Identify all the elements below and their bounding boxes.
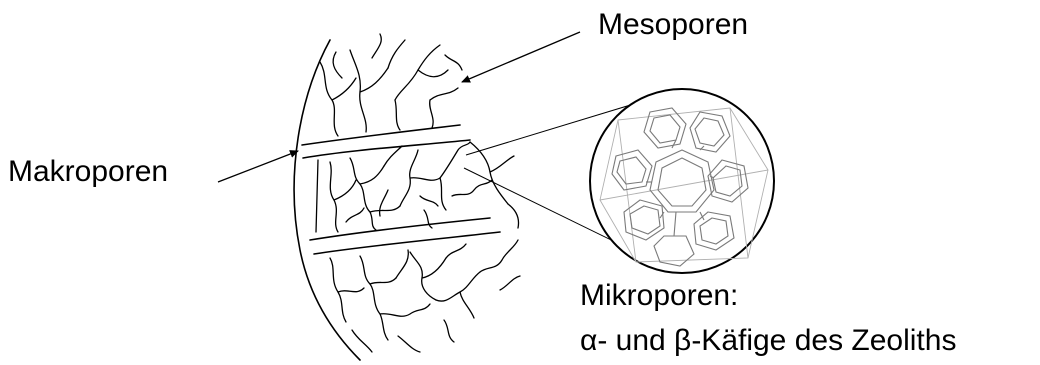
macropore-channel-upper-top bbox=[302, 125, 460, 145]
makroporen-label: Makroporen bbox=[8, 155, 168, 188]
macropore-channel-upper-bottom bbox=[303, 140, 470, 158]
makroporen-arrow bbox=[218, 151, 298, 182]
zeolite-cage-inset bbox=[590, 89, 774, 273]
mikroporen-label: Mikroporen: bbox=[580, 279, 738, 312]
mikroporen-description: α- und β-Käfige des Zeoliths bbox=[580, 324, 956, 357]
mesopore-network-bottom bbox=[330, 240, 520, 352]
mesopore-network-right bbox=[470, 142, 519, 228]
particle-outline bbox=[294, 40, 360, 360]
catalyst-particle bbox=[294, 34, 520, 360]
mesoporen-arrow bbox=[462, 32, 580, 82]
mesopore-network-top bbox=[320, 34, 462, 136]
mesopore-network-middle bbox=[316, 142, 492, 232]
mesoporen-label: Mesoporen bbox=[598, 8, 748, 41]
